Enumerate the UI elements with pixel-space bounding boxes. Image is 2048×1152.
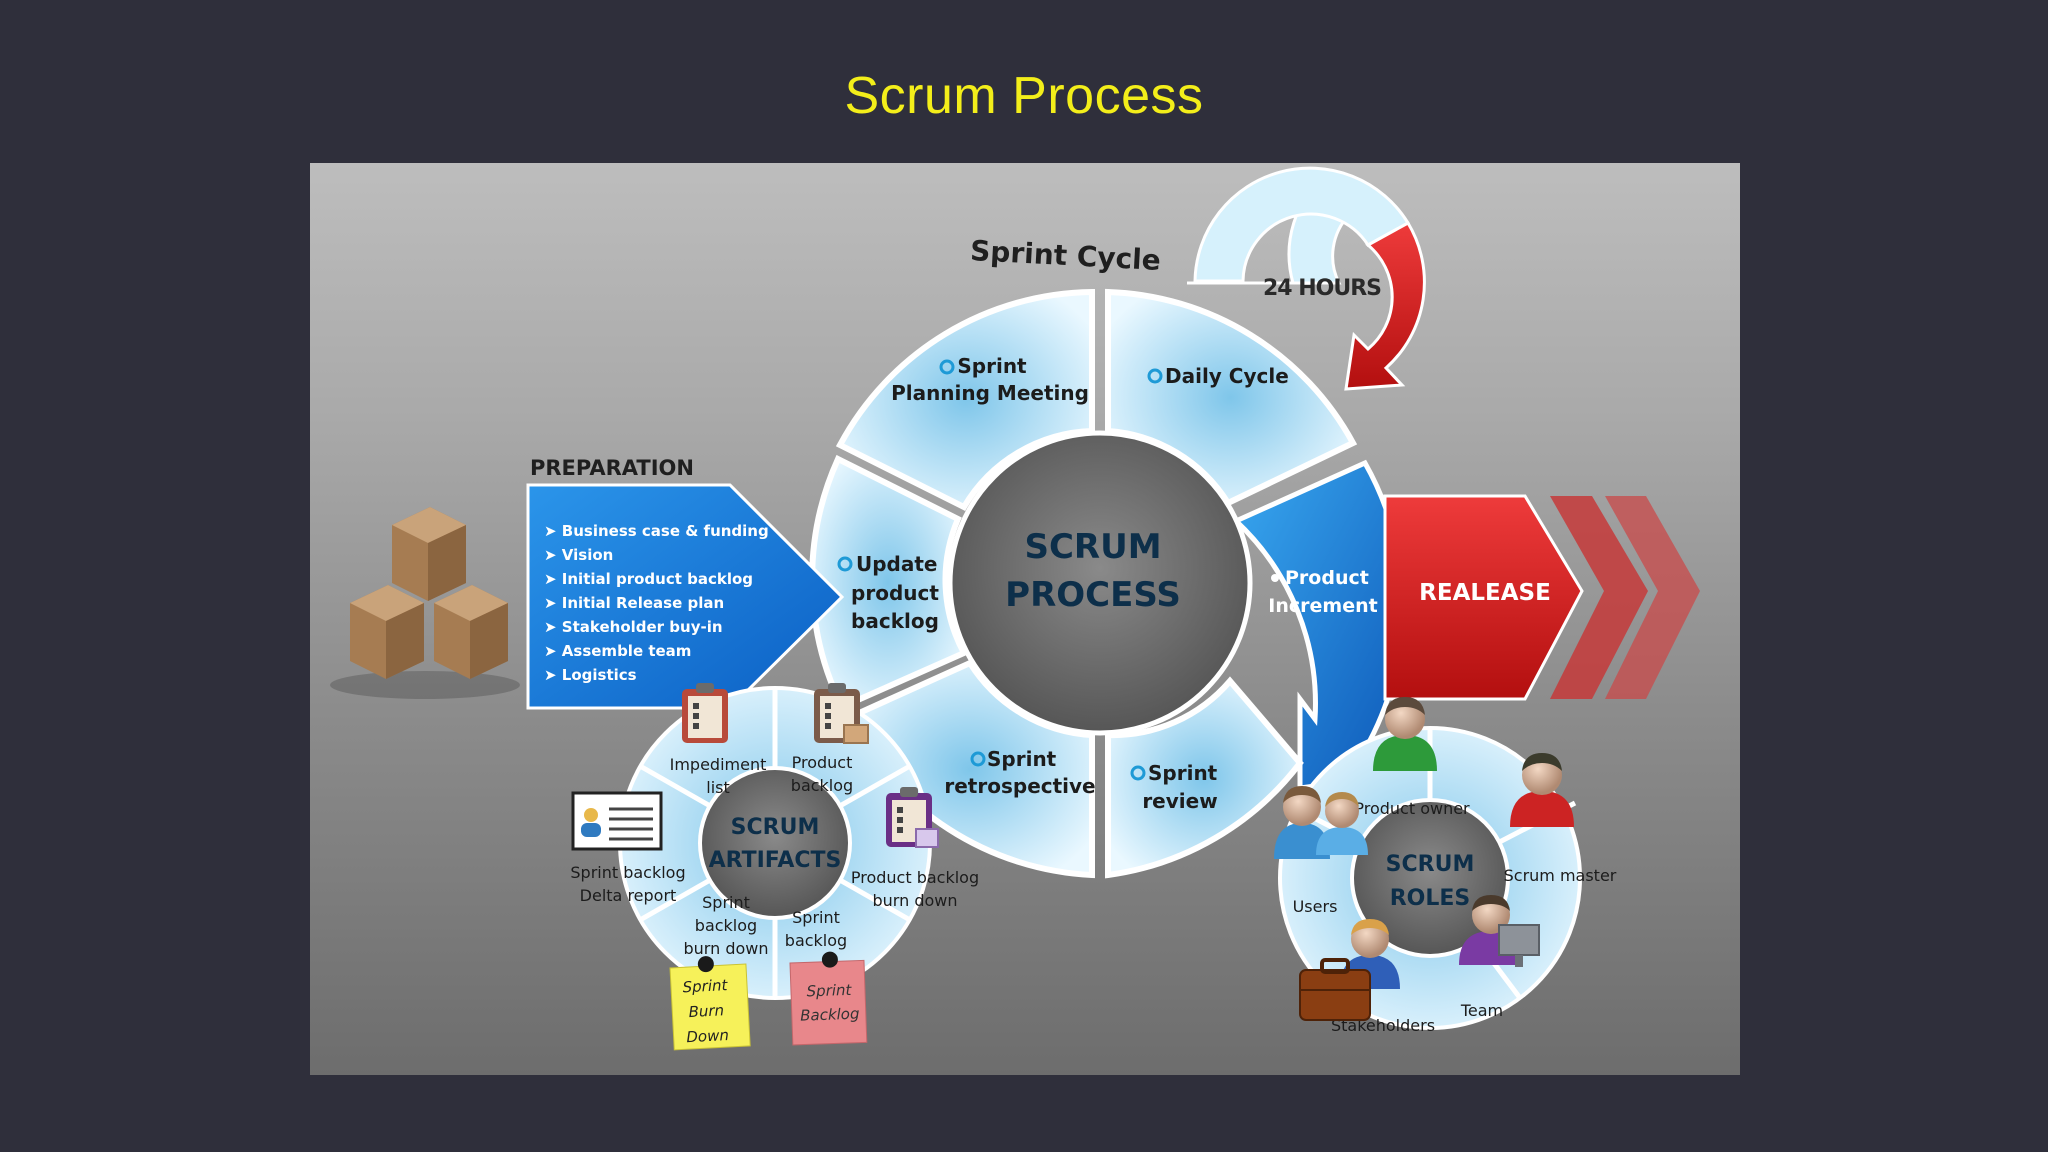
artifacts-hub [698,766,852,920]
daily-cycle-label: Daily Cycle [1165,364,1289,388]
segment-sprint-planning[interactable] [835,288,1095,511]
sticky-note-yellow: Sprint Burn Down [669,956,751,1051]
artifact-labels: Impediment list Product backlog Product … [570,753,979,958]
preparation-item: ➤ Logistics [544,666,637,684]
users-icon [1274,786,1368,859]
preparation-item: ➤ Initial Release plan [544,594,724,612]
slide-title: Scrum Process [844,67,1204,125]
sprint-cycle-ring [809,288,1406,879]
scrum-process-hub [947,430,1253,736]
briefcase-icon [1299,958,1371,1021]
bullet-icon [1147,368,1163,384]
sticky-note-pink: Sprint Backlog [789,951,868,1046]
delta-label-2: Delta report [580,886,677,905]
role-scrum-master: Scrum master [1504,866,1617,885]
increment-label-2: Increment [1268,595,1377,617]
bullet-icon [970,751,986,767]
burndown-label-2: burn down [873,891,958,910]
preparation-heading: PREPARATION [530,456,694,480]
note-pink-line-2: Backlog [800,1005,860,1025]
planning-label-1: Sprint [957,354,1027,378]
team-icon [1459,895,1540,967]
preparation-item-text: Vision [562,546,614,564]
release-chevron-3 [1605,496,1700,699]
sprint-backlog-label-1: Sprint [792,908,840,927]
sprint-burndown-label-1: Sprint [702,893,750,912]
report-card-icon [571,791,663,851]
preparation-list: ➤ Business case & funding ➤ Vision ➤ Ini… [544,522,769,684]
preparation-item: ➤ Vision [544,546,613,564]
sprint-cycle-label: Sprint Cycle [969,234,1161,277]
preparation-item-text: Initial Release plan [562,594,724,612]
retro-label-2: retrospective [944,774,1095,798]
role-team: Team [1460,1001,1503,1020]
scrum-artifacts-wheel: SCRUM ARTIFACTS [618,686,932,1000]
preparation-item-text: Business case & funding [562,522,769,540]
release-main-arrow [1383,494,1584,701]
artifacts-center-2: ARTIFACTS [709,848,842,873]
preparation-item: ➤ Assemble team [544,642,691,660]
bullet-icon [1271,574,1279,582]
clipboard-chart-icon [886,787,939,848]
product-backlog-label-2: backlog [791,776,853,795]
note-yellow-line-2: Burn [688,1001,724,1021]
sprint-burndown-label-2: backlog [695,916,757,935]
preparation-item-text: Initial product backlog [562,570,753,588]
retro-label-1: Sprint [987,747,1057,771]
release-arrow: REALEASE [1383,494,1700,701]
segment-sprint-review[interactable] [1105,676,1304,879]
bullet-icon [939,359,955,375]
preparation-item-text: Logistics [562,666,637,684]
preparation-item: ➤ Initial product backlog [544,570,753,588]
daily-loop-red-arrow [1344,220,1426,391]
roles-center-2: ROLES [1390,886,1471,911]
diagram-canvas: 24 HOURS Sprint Cycle SCRUM PROCESS Spri… [330,166,1700,1051]
role-users: Users [1293,897,1338,916]
sprint-backlog-label-2: backlog [785,931,847,950]
review-label-2: review [1142,789,1217,813]
bullet-icon [1130,765,1146,781]
update-label-3: backlog [851,609,939,633]
roles-center-1: SCRUM [1386,852,1475,877]
boxes-shadow [330,671,520,699]
daily-cycle-loop: 24 HOURS [1187,166,1426,391]
scrum-process-diagram: 24 HOURS Sprint Cycle SCRUM PROCESS Spri… [310,163,1740,1075]
artifacts-center-1: SCRUM [731,815,820,840]
preparation-item: ➤ Business case & funding [544,522,769,540]
preparation-item: ➤ Stakeholder buy-in [544,618,723,636]
bullet-icon [837,556,853,572]
burndown-label-1: Product backlog [851,868,979,887]
note-pink-line-1: Sprint [806,981,852,1001]
preparation-item-text: Assemble team [562,642,692,660]
product-owner-icon [1373,697,1437,771]
clipboard-box-icon [814,683,869,744]
clipboard-icon [682,683,728,743]
center-line-1: SCRUM [1024,527,1161,567]
roles-hub [1350,798,1510,958]
scrum-master-icon [1510,753,1574,827]
impediment-label-2: list [706,778,730,797]
preparation-item-text: Stakeholder buy-in [562,618,723,636]
note-yellow-line-1: Sprint [682,976,729,996]
product-backlog-label-1: Product [792,753,853,772]
release-label: REALEASE [1419,580,1551,606]
increment-label-1: Product [1285,567,1369,589]
release-chevron-2 [1550,496,1648,699]
update-label-1: Update [856,552,938,576]
impediment-label-1: Impediment [670,755,767,774]
note-yellow-line-3: Down [686,1026,729,1046]
preparation-arrow [526,483,845,710]
center-line-2: PROCESS [1005,575,1181,615]
review-label-1: Sprint [1148,761,1218,785]
role-product-owner: Product owner [1354,799,1470,818]
boxes-icon [330,507,520,699]
daily-cycle-duration: 24 HOURS [1263,276,1381,301]
delta-label-1: Sprint backlog [570,863,685,882]
update-label-2: product [851,581,939,605]
sprint-burndown-label-3: burn down [684,939,769,958]
daily-loop-arc-top [1193,166,1411,283]
planning-label-2: Planning Meeting [891,381,1089,405]
